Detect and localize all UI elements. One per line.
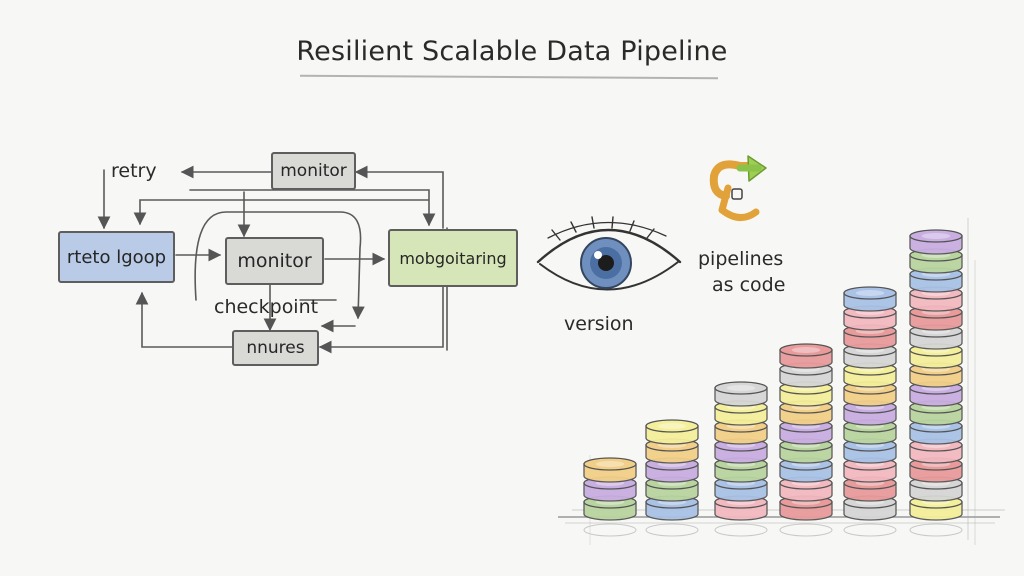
checkpoint-label: checkpoint — [214, 296, 319, 318]
data-disc — [714, 381, 768, 407]
refresh-arrows-icon — [709, 155, 767, 221]
data-disc — [843, 286, 897, 312]
center-monitor-label: monitor — [237, 250, 312, 272]
pipelines-caption-line2: as code — [712, 274, 786, 296]
top-monitor-label: monitor — [280, 161, 347, 181]
data-disc — [645, 419, 699, 445]
retry-loop-label: rteto lgoop — [66, 246, 167, 268]
disc-reflection — [779, 523, 833, 537]
failures-node: nnures — [232, 330, 319, 366]
disc-stacks — [583, 229, 963, 537]
disc-reflection — [843, 523, 897, 537]
connector-lines — [97, 165, 448, 354]
retry-label: retry — [111, 160, 157, 182]
failures-label: nnures — [246, 338, 305, 358]
page-title: Resilient Scalable Data Pipeline — [296, 36, 728, 67]
disc-reflection — [714, 523, 768, 537]
disc-reflection — [909, 523, 963, 537]
center-monitor-node: monitor — [225, 237, 324, 285]
pipelines-caption-line1: pipelines — [698, 248, 784, 270]
top-monitor-node: monitor — [271, 152, 356, 190]
data-disc — [779, 343, 833, 369]
data-disc — [909, 229, 963, 255]
retry-loop-node: rteto lgoop — [58, 231, 175, 283]
disc-reflection — [583, 523, 637, 537]
data-disc — [779, 457, 833, 483]
version-caption: version — [564, 313, 634, 335]
monitoring-node: mobgoitaring — [388, 229, 518, 287]
eye-icon — [536, 216, 682, 291]
data-disc — [779, 381, 833, 407]
monitoring-label: mobgoitaring — [399, 248, 507, 268]
disc-reflection — [645, 523, 699, 537]
data-disc — [583, 457, 637, 483]
